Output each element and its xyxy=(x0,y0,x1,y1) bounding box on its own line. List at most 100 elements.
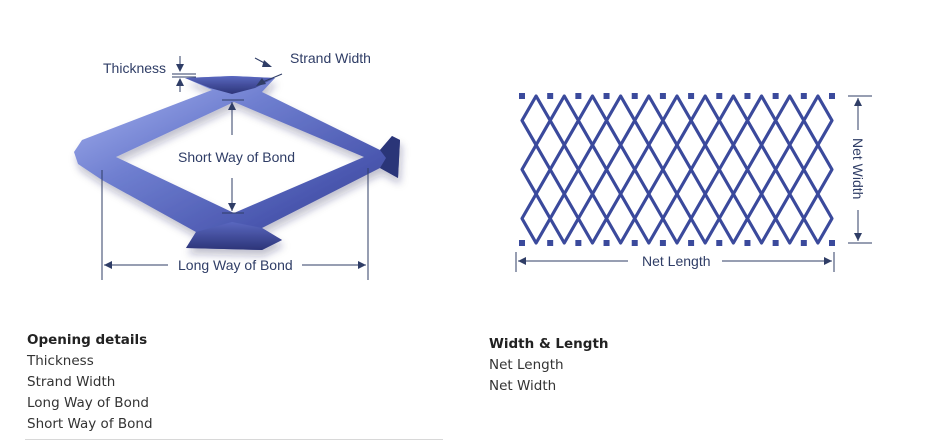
mesh-edge-node xyxy=(519,93,525,99)
mesh-edge-node xyxy=(744,93,751,99)
mesh-opening xyxy=(745,143,778,196)
mesh-edge-node xyxy=(519,240,525,246)
mesh-opening xyxy=(745,192,778,245)
mesh-edge-node xyxy=(575,240,582,246)
mesh-opening-offset xyxy=(788,167,820,221)
mesh-opening xyxy=(604,143,637,196)
mesh-opening-offset xyxy=(760,118,791,172)
opening-details-item-short-way: Short Way of Bond xyxy=(27,416,153,432)
mesh-opening xyxy=(689,143,721,196)
mesh-opening xyxy=(717,143,750,196)
mesh-edge-node xyxy=(716,240,723,246)
mesh-edge-node xyxy=(547,93,554,99)
opening-details-item-thickness: Thickness xyxy=(27,353,94,369)
mesh-opening xyxy=(802,192,834,245)
mesh-opening xyxy=(774,94,806,147)
mesh-edge-node xyxy=(631,240,638,246)
mesh-opening xyxy=(520,192,552,245)
mesh-opening xyxy=(802,143,834,196)
diamond-right-edge xyxy=(380,136,400,178)
mesh-opening xyxy=(548,143,580,196)
opening-details-item-long-way: Long Way of Bond xyxy=(27,395,149,411)
mesh-opening xyxy=(689,94,721,147)
section-divider xyxy=(25,439,443,440)
width-length-item-net-width: Net Width xyxy=(489,378,557,394)
mesh-opening-offset xyxy=(732,167,763,221)
mesh-opening xyxy=(774,143,806,196)
mesh-opening xyxy=(689,192,721,245)
net-width-dimension xyxy=(848,95,872,244)
long-way-label: Long Way of Bond xyxy=(178,257,293,273)
mesh-opening-offset xyxy=(563,118,594,172)
mesh-opening-offset xyxy=(591,118,622,172)
mesh-opening-offset xyxy=(534,118,566,172)
mesh-opening-offset xyxy=(675,118,707,172)
mesh-opening xyxy=(717,192,750,245)
strand-width-dimension xyxy=(254,57,283,86)
mesh-opening-offset xyxy=(704,167,735,221)
mesh-opening xyxy=(802,94,834,147)
thickness-label: Thickness xyxy=(103,60,166,76)
short-way-dimension xyxy=(222,99,244,214)
mesh-edge-node xyxy=(744,240,751,246)
mesh-opening xyxy=(548,94,580,147)
mesh-opening xyxy=(604,94,637,147)
mesh-edge-node xyxy=(688,93,695,99)
mesh-edge-node xyxy=(603,93,610,99)
diamond-opening xyxy=(74,76,400,250)
mesh-opening xyxy=(633,94,665,147)
net-width-label: Net Width xyxy=(850,138,866,199)
width-length-item-net-length: Net Length xyxy=(489,357,564,373)
mesh-opening xyxy=(520,94,552,147)
mesh-opening xyxy=(576,143,609,196)
mesh-opening xyxy=(774,192,806,245)
mesh-opening xyxy=(717,94,750,147)
mesh-opening-offset xyxy=(732,118,763,172)
mesh-opening xyxy=(576,94,609,147)
mesh-edge-node xyxy=(829,240,835,246)
diamond-bottom-node xyxy=(186,222,282,250)
net-length-label: Net Length xyxy=(642,253,711,269)
thickness-dimension xyxy=(172,56,196,92)
mesh-opening xyxy=(633,192,665,245)
opening-details-item-strand-width: Strand Width xyxy=(27,374,116,390)
mesh-opening xyxy=(661,192,693,245)
mesh-opening xyxy=(633,143,665,196)
mesh-edge-node xyxy=(575,93,582,99)
mesh-edge-node xyxy=(772,240,779,246)
net-length-dimension xyxy=(515,252,835,272)
mesh-opening-offset xyxy=(704,118,735,172)
expanded-mesh-sheet xyxy=(519,93,835,246)
mesh-opening-offset xyxy=(534,167,566,221)
mesh-edge-node xyxy=(631,93,638,99)
width-length-section: Width & Length Net Length Net Width xyxy=(489,334,609,397)
mesh-edge-node xyxy=(800,93,807,99)
mesh-opening xyxy=(661,143,693,196)
opening-details-title: Opening details xyxy=(27,332,148,348)
mesh-opening-offset xyxy=(619,118,650,172)
long-way-dimension xyxy=(101,168,369,280)
mesh-edge-node xyxy=(716,93,723,99)
opening-details-section: Opening details Thickness Strand Width L… xyxy=(27,330,153,435)
mesh-edge-node xyxy=(800,240,807,246)
mesh-edge-node xyxy=(772,93,779,99)
mesh-edge-node xyxy=(659,93,666,99)
mesh-opening xyxy=(520,143,552,196)
mesh-opening xyxy=(576,192,609,245)
mesh-edge-node xyxy=(547,240,554,246)
mesh-edge-node xyxy=(688,240,695,246)
mesh-opening xyxy=(745,94,778,147)
mesh-opening xyxy=(548,192,580,245)
mesh-opening-offset xyxy=(619,167,650,221)
short-way-label: Short Way of Bond xyxy=(178,149,295,165)
mesh-opening-offset xyxy=(591,167,622,221)
strand-width-label: Strand Width xyxy=(290,50,371,66)
mesh-opening-offset xyxy=(788,118,820,172)
mesh-edge-node xyxy=(829,93,835,99)
mesh-opening-offset xyxy=(760,167,791,221)
diamond-strand-frame xyxy=(74,76,400,250)
mesh-opening-offset xyxy=(563,167,594,221)
mesh-edge-node xyxy=(659,240,666,246)
